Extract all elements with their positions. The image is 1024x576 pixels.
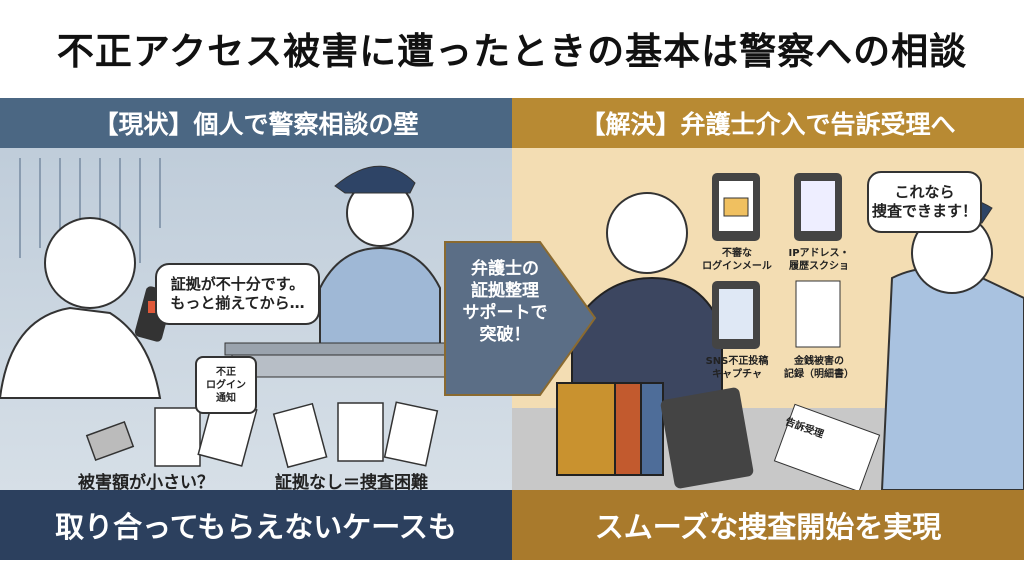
left-panel-header: 【現状】個人で警察相談の壁 [0,98,512,148]
evidence-label-ip: IPアドレス・履歴スクショ [788,248,850,272]
police-speech-bubble: 証拠が不十分です。 もっと揃えてから… [155,263,320,325]
solution-panel: 【解決】弁護士介入で告訴受理へ これなら 捜査できます！ 不審なログインメール … [512,98,1024,490]
victim-head [44,217,136,309]
evidence-label-email: 不審なログインメール [702,248,772,272]
lawyer-police-illustration [512,173,1024,490]
right-bottom-banner: スムーズな捜査開始を実現 [512,490,1024,560]
evidence-label-statement: 金銭被害の記録（明細書） [784,356,854,380]
police-cap [334,165,416,194]
damage-small-label: 被害額が小さい？ [78,473,214,493]
evidence-label-sns: SNS不正投稿キャプチャ [705,356,769,380]
complaint-document [773,403,881,490]
police-body [319,246,441,349]
chat-log-icon [801,181,835,231]
email-icon [723,197,749,217]
current-situation-panel: 【現状】個人で警察相談の壁 証拠が不十分です。 もっと揃えてから… 不正 ログイ… [0,98,512,493]
arrow-text: 弁護士の証拠整理サポートで突破！ [462,259,548,346]
victim-body [0,306,162,399]
counter [224,342,456,356]
police-body [880,267,1024,490]
lawyer-head [606,192,688,274]
page-title: 不正アクセス被害に遭ったときの基本は警察への相談 [56,30,968,73]
sns-post-icon [719,289,753,339]
tablet [660,387,754,489]
login-alert-bubble: 不正 ログイン 通知 [195,356,257,414]
police-speech-bubble: これなら 捜査できます！ [867,171,982,233]
right-panel-header: 【解決】弁護士介入で告訴受理へ [512,98,1024,148]
documents [85,397,439,469]
binders [556,382,664,476]
no-evidence-label: 証拠なし＝捜査困難 [275,473,428,493]
left-bottom-banner: 取り合ってもらえないケースも [0,490,512,560]
